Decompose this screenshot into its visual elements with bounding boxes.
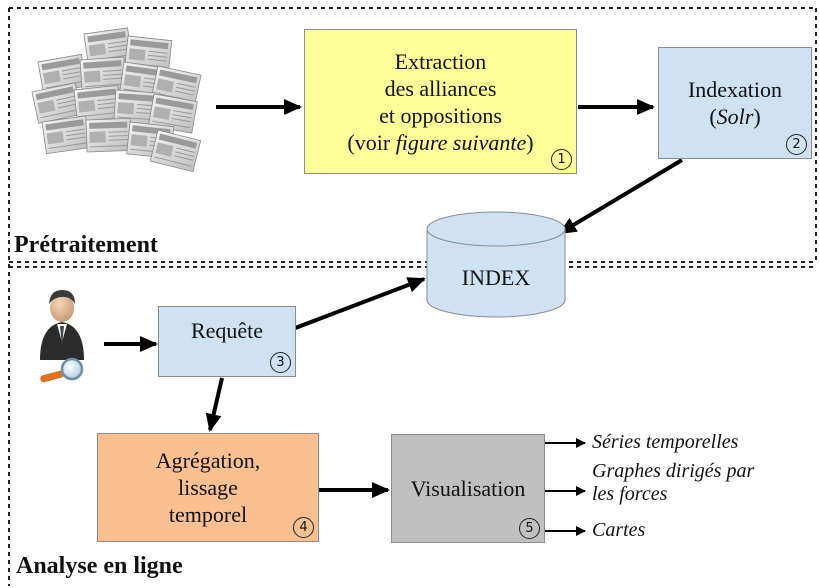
output-graphs-line1: Graphes dirigés par — [592, 460, 755, 482]
aggregation-line2: lissage — [178, 475, 238, 500]
step-number: 5 — [519, 518, 540, 539]
output-graphs-line2: les forces — [592, 483, 668, 505]
visualisation-label: Visualisation — [410, 476, 526, 501]
visualisation-box: Visualisation 5 — [391, 434, 545, 543]
arrow-requete-to-aggregation — [205, 377, 224, 432]
section-online-analysis: Analyse en ligne — [16, 553, 183, 579]
requete-box: Requête 3 — [158, 306, 296, 377]
extraction-line4-prefix: (voir — [347, 129, 396, 155]
indexation-box: Indexation (Solr) 2 — [658, 47, 812, 159]
indexation-open: ( — [709, 104, 717, 129]
output-series: Séries temporelles — [592, 431, 739, 453]
indexation-italic: Solr — [716, 104, 754, 129]
extraction-line4-italic: figure suivante — [395, 129, 527, 155]
indexation-line2: (Solr) — [709, 103, 760, 130]
step-number: 1 — [551, 149, 572, 170]
section-preprocessing: Prétraitement — [14, 232, 158, 258]
output-graphs: Graphes dirigés par les forces — [592, 460, 754, 506]
extraction-line4: (voir figure suivante) — [347, 129, 533, 156]
arrow-requete-index — [275, 277, 426, 337]
step-number: 3 — [270, 352, 291, 373]
extraction-line3: et oppositions — [379, 102, 502, 128]
arrow-indexation-to-index — [558, 158, 684, 235]
step-number: 2 — [786, 134, 807, 155]
extraction-line2: des alliances — [384, 75, 497, 101]
aggregation-line3: temporel — [168, 502, 248, 527]
requete-label: Requête — [190, 318, 264, 343]
indexation-close: ) — [753, 104, 761, 129]
extraction-line1: Extraction — [394, 48, 487, 74]
step-number: 4 — [293, 517, 314, 538]
extraction-box: Extraction des alliances et oppositions … — [304, 29, 577, 174]
aggregation-line1: Agrégation, — [155, 448, 261, 473]
index-label: INDEX — [427, 255, 565, 299]
aggregation-box: Agrégation, lissage temporel 4 — [97, 433, 319, 542]
extraction-line4-suffix: ) — [526, 129, 534, 155]
output-maps: Cartes — [592, 519, 646, 541]
index-text: INDEX — [461, 264, 531, 290]
indexation-line1: Indexation — [687, 77, 783, 102]
